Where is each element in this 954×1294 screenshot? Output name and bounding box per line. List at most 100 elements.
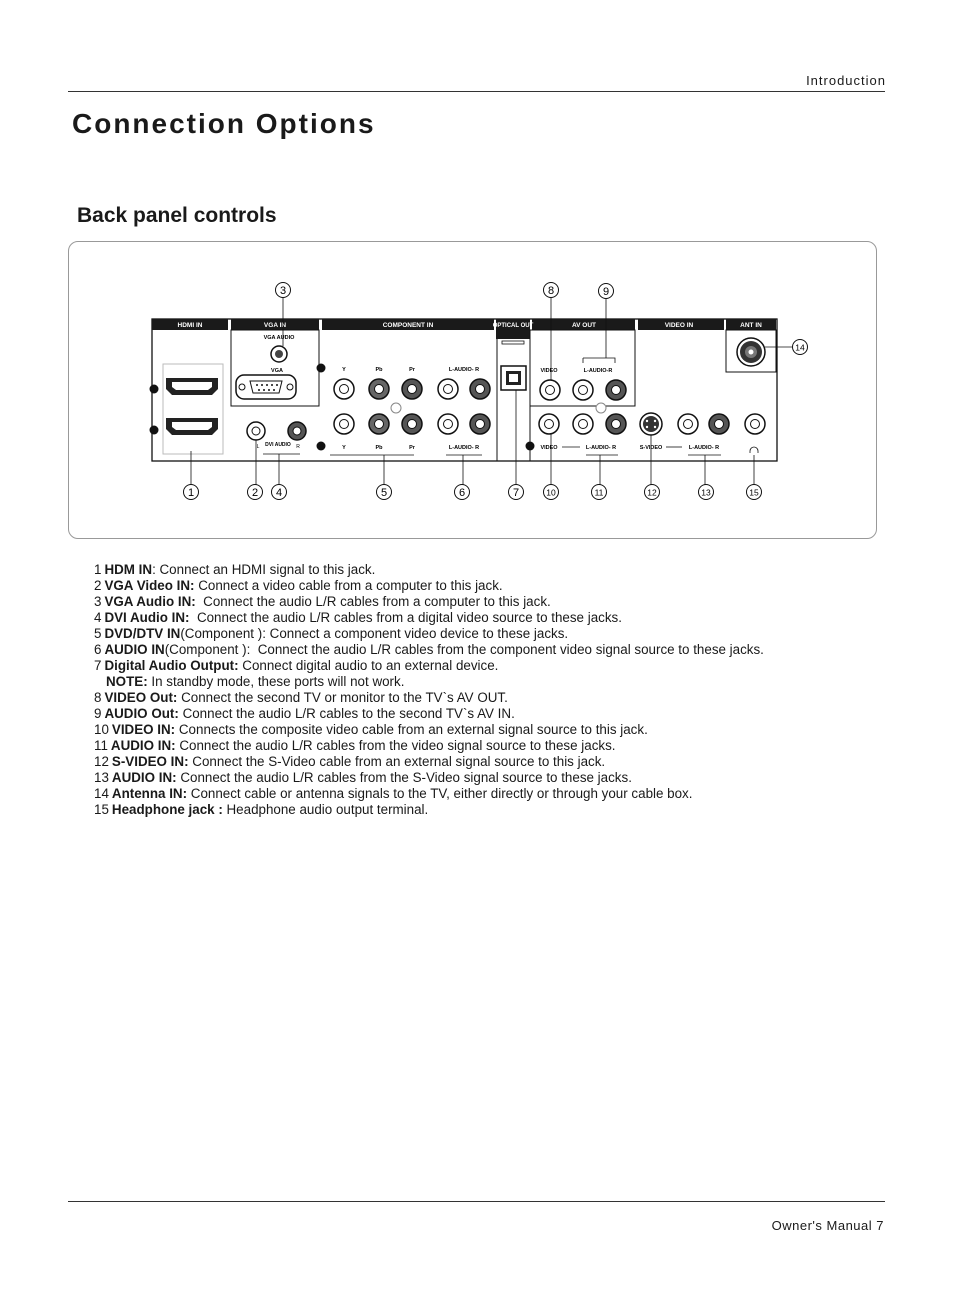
description-term: VGA Video IN: (104, 578, 195, 593)
svg-text:DVI AUDIO: DVI AUDIO (265, 442, 291, 448)
callout-11: 11 (591, 484, 607, 500)
description-text: (Component ): Connect a component video … (180, 626, 569, 641)
description-text: Connect a video cable from a computer to… (194, 578, 503, 593)
callout-4: 4 (271, 484, 287, 500)
svg-text:1: 1 (188, 487, 194, 499)
svg-text:R: R (296, 444, 300, 450)
page-title: Connection Options (72, 108, 376, 139)
description-term: AUDIO IN: (111, 770, 177, 785)
description-text: Connect the audio L/R cables from the S-… (176, 770, 632, 785)
description-term: AUDIO IN (104, 642, 165, 657)
svg-text:13: 13 (701, 488, 711, 498)
vga-port (235, 374, 297, 400)
description-term: VIDEO IN: (111, 722, 176, 737)
callout-2: 2 (247, 484, 263, 500)
svg-text:VIDEO: VIDEO (540, 445, 558, 451)
section-label-av-out: AV OUT (572, 322, 596, 329)
description-text: In standby mode, these ports will not wo… (147, 674, 405, 689)
section-label-component: COMPONENT IN (383, 322, 434, 329)
svg-text:L-AUDIO- R: L-AUDIO- R (586, 445, 616, 451)
svg-text:L: L (257, 444, 260, 450)
section-header-vga (231, 319, 319, 330)
svg-text:L-AUDIO-R: L-AUDIO-R (584, 368, 613, 374)
svg-text:7: 7 (513, 487, 519, 499)
section-header-optical (496, 319, 530, 339)
description-term: DVI Audio IN: (104, 610, 190, 625)
callout-1: 1 (183, 484, 199, 500)
section-label-video-in: VIDEO IN (665, 322, 694, 329)
callout-7: 7 (508, 484, 524, 500)
svg-text:9: 9 (603, 286, 609, 298)
svg-text:L-AUDIO- R: L-AUDIO- R (449, 367, 479, 373)
footer-label: Owner's Manual 7 (771, 1218, 884, 1233)
hdmi-area (162, 363, 224, 455)
description-number: 12 (94, 754, 109, 769)
description-term: Antenna IN: (111, 786, 188, 801)
vga-audio-label: VGA AUDIO (264, 335, 295, 341)
section-label-ant-in: ANT IN (740, 322, 762, 329)
footer-rule (68, 1201, 885, 1202)
callouts: 3 8 9 14 1 2 4 5 6 7 10 11 12 13 15 (183, 282, 808, 500)
description-number: 5 (94, 626, 102, 641)
description-term: Digital Audio Output: (104, 658, 239, 673)
svg-text:L-AUDIO- R: L-AUDIO- R (689, 445, 719, 451)
description-number: 13 (94, 770, 109, 785)
description-text: Connect the audio L/R cables to the seco… (178, 706, 515, 721)
description-term: HDM IN (104, 562, 153, 577)
description-number: 15 (94, 802, 109, 817)
hdmi-port-bottom (166, 418, 218, 435)
av-out-box (529, 329, 636, 407)
section-label: Introduction (806, 73, 886, 88)
svg-text:Pr: Pr (409, 445, 416, 451)
svg-text:6: 6 (459, 487, 465, 499)
subsection-title: Back panel controls (77, 204, 277, 227)
svg-text:5: 5 (381, 487, 387, 499)
description-number: 9 (94, 706, 102, 721)
description-text: Headphone audio output terminal. (222, 802, 429, 817)
section-header-hdmi (152, 319, 228, 330)
svg-text:2: 2 (252, 487, 258, 499)
description-term: VIDEO Out: (104, 690, 178, 705)
svg-text:12: 12 (647, 488, 657, 498)
callout-10: 10 (543, 484, 559, 500)
description-term: AUDIO IN: (110, 738, 176, 753)
svg-text:Pb: Pb (375, 367, 383, 373)
svg-text:Y: Y (342, 367, 346, 373)
description-term: S-VIDEO IN: (111, 754, 189, 769)
description-term: Headphone jack : (111, 802, 223, 817)
description-number: 11 (94, 738, 108, 753)
description-text: Connect digital audio to an external dev… (238, 658, 499, 673)
svg-text:Pr: Pr (409, 367, 416, 373)
description-text: Connect the audio L/R cables from a comp… (195, 594, 551, 609)
dvi-audio-label: DVI AUDIO (265, 442, 291, 448)
s-video-port (639, 412, 663, 436)
ant-in-box (725, 329, 777, 373)
section-header-ant-in (726, 319, 776, 330)
antenna-connector (736, 337, 766, 367)
callout-13: 13 (698, 484, 714, 500)
description-text: Connect the audio L/R cables from the vi… (175, 738, 616, 753)
description-text: Connect the second TV or monitor to the … (177, 690, 508, 705)
callout-8: 8 (543, 282, 559, 298)
svg-text:4: 4 (276, 487, 282, 499)
svg-text:Y: Y (342, 445, 346, 451)
svg-text:14: 14 (795, 343, 805, 353)
description-term: VGA Audio IN: (104, 594, 196, 609)
header-rule (68, 91, 885, 92)
description-number: 14 (94, 786, 109, 801)
description-number: 3 (94, 594, 102, 609)
note-line: NOTE: In standby mode, these ports will … (94, 674, 764, 690)
svg-text:10: 10 (546, 488, 556, 498)
description-text: Connect the S-Video cable from an extern… (188, 754, 606, 769)
callout-12: 12 (644, 484, 660, 500)
